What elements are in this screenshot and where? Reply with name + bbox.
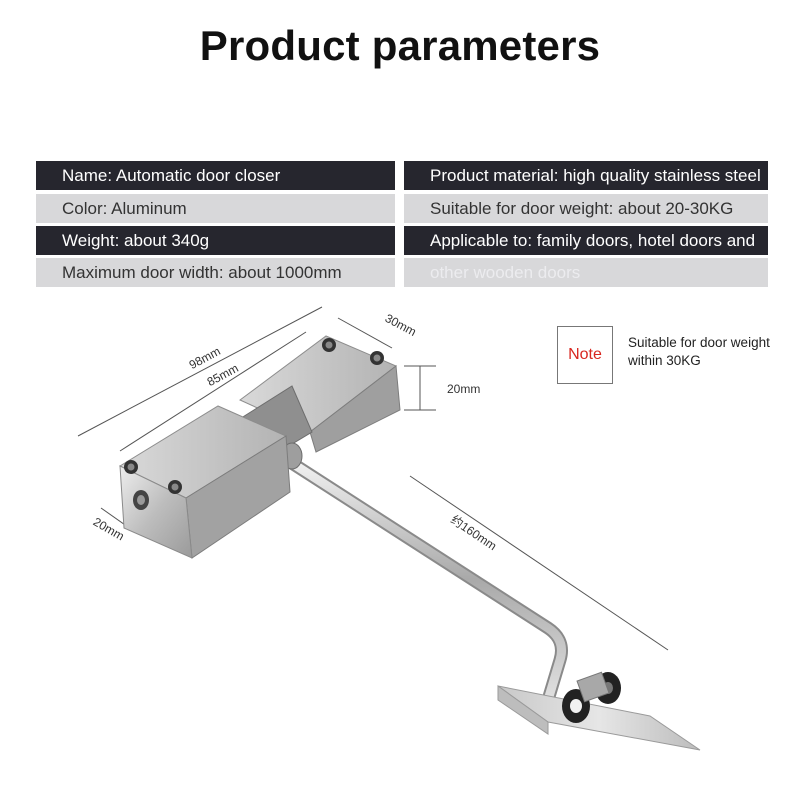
param-weight: Weight: about 340g [36,226,395,255]
note-badge: Note [557,326,613,384]
dimension-lines [77,306,669,651]
param-max-width: Maximum door width: about 1000mm [36,258,395,287]
param-applicable-cont: other wooden doors [404,258,768,287]
dimension-height-20mm: 20mm [447,382,481,396]
param-material: Product material: high quality stainless… [404,161,768,190]
page-title: Product parameters [199,22,601,69]
param-applicable: Applicable to: family doors, hotel doors… [404,226,768,255]
param-name: Name: Automatic door closer [36,161,395,190]
note-text: Suitable for door weight within 30KG [628,335,770,368]
param-color: Color: Aluminum [36,194,395,223]
param-door-weight: Suitable for door weight: about 20-30KG [404,194,768,223]
